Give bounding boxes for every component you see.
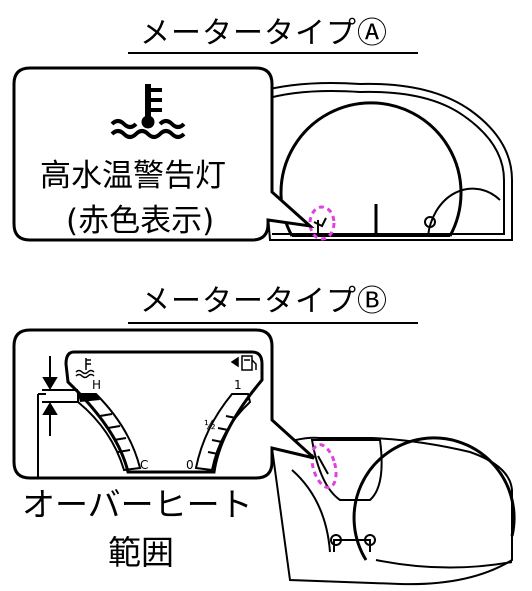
temp-gauge-c-label: C	[140, 458, 149, 472]
meter-b-callout-box	[12, 328, 316, 480]
meter-b-needle-mark	[317, 455, 329, 475]
temp-gauge-coolant-icon	[75, 358, 95, 379]
meter-type-a-underline	[128, 52, 418, 54]
overheat-zone-fill	[78, 394, 100, 402]
meter-type-b-heading: メータータイプⒷ	[140, 284, 388, 319]
meter-a-cluster	[256, 82, 513, 241]
meter-type-a-heading: メータータイプⒶ	[140, 16, 388, 51]
meter-type-b-underline	[128, 322, 418, 324]
gauge-ticks	[99, 413, 237, 455]
range-label: 範囲	[108, 533, 174, 572]
meter-b-overheat-highlight	[310, 443, 338, 489]
overheat-range-dimension	[37, 356, 78, 478]
temp-gauge-h-label: H	[92, 378, 102, 392]
fuel-gauge-half-label: ½	[204, 418, 216, 432]
meter-a-warning-highlight	[308, 205, 336, 241]
meter-a-callout-box	[12, 66, 315, 242]
fuel-gauge-empty-label: 0	[186, 458, 194, 472]
temp-gauge-band	[77, 393, 142, 472]
meter-b-gauge-face	[64, 350, 264, 474]
high-temp-warning-label: 高水温警告灯	[40, 158, 226, 194]
fuel-gauge-full-label: 1	[234, 378, 242, 392]
overheat-label: オーバーヒート	[22, 485, 253, 524]
meter-a-warning-mark-icon	[313, 217, 327, 228]
fuel-pump-icon	[230, 355, 257, 371]
meter-b-cluster	[270, 436, 516, 586]
red-display-note: (赤色表示)	[66, 203, 215, 239]
coolant-temperature-icon	[110, 84, 186, 139]
